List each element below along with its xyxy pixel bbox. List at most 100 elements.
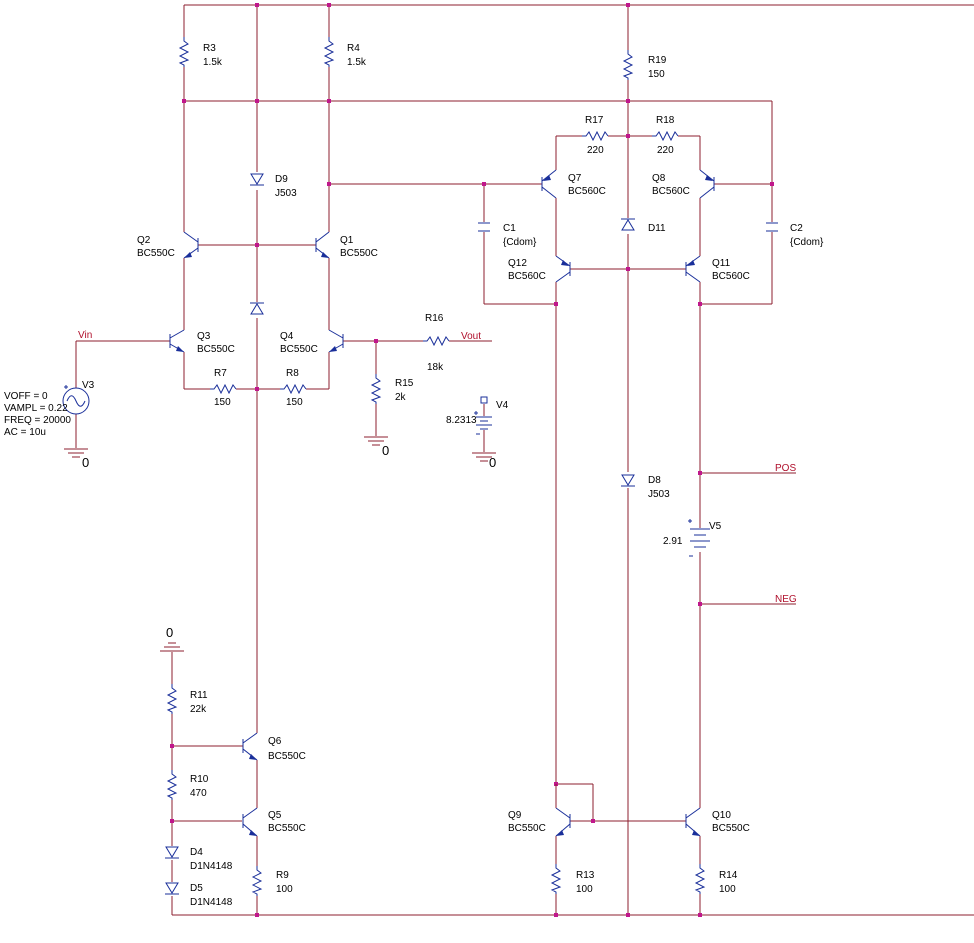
source-v3[interactable] bbox=[62, 385, 90, 415]
resistor-r10[interactable] bbox=[166, 770, 178, 800]
resistor-r11[interactable] bbox=[166, 684, 178, 714]
diode-d8[interactable] bbox=[621, 474, 635, 487]
v5-value: 2.91 bbox=[663, 536, 683, 547]
r13-name: R13 bbox=[576, 870, 595, 881]
d4-name: D4 bbox=[190, 847, 203, 858]
r18-name: R18 bbox=[656, 115, 675, 126]
capacitor-c1[interactable] bbox=[478, 222, 490, 232]
transistor-q3[interactable] bbox=[169, 329, 185, 353]
v3-param-ac: AC = 10u bbox=[4, 427, 46, 438]
q9-name: Q9 bbox=[508, 810, 522, 821]
capacitors bbox=[478, 222, 778, 232]
v4-name: V4 bbox=[496, 400, 509, 411]
source-v4[interactable] bbox=[474, 396, 492, 435]
resistor-r18[interactable] bbox=[652, 130, 679, 142]
r8-name: R8 bbox=[286, 368, 299, 379]
r17-name: R17 bbox=[585, 115, 604, 126]
q10-value: BC550C bbox=[712, 823, 750, 834]
r19-value: 150 bbox=[648, 69, 665, 80]
q1-value: BC550C bbox=[340, 248, 378, 259]
resistor-r16[interactable] bbox=[423, 335, 450, 347]
d9-value: J503 bbox=[275, 188, 297, 199]
r16-name: R16 bbox=[425, 313, 444, 324]
c2-name: C2 bbox=[790, 223, 803, 234]
transistor-q6[interactable] bbox=[242, 732, 258, 761]
v3-name: V3 bbox=[82, 380, 95, 391]
diode-d5[interactable] bbox=[165, 882, 179, 895]
transistor-q5[interactable] bbox=[242, 807, 258, 837]
resistor-r19[interactable] bbox=[622, 50, 634, 80]
r17-value: 220 bbox=[587, 145, 604, 156]
net-pos: POS bbox=[775, 463, 796, 474]
resistor-r9[interactable] bbox=[251, 866, 263, 896]
d4-value: D1N4148 bbox=[190, 861, 233, 872]
resistor-r15[interactable] bbox=[370, 374, 382, 404]
transistor-q4[interactable] bbox=[328, 329, 344, 353]
transistor-q11[interactable] bbox=[685, 255, 701, 283]
resistor-r4[interactable] bbox=[323, 37, 335, 67]
diode-d4[interactable] bbox=[165, 846, 179, 859]
r11-name: R11 bbox=[190, 690, 208, 701]
q12-value: BC560C bbox=[508, 271, 546, 282]
r9-value: 100 bbox=[276, 884, 293, 895]
q8-name: Q8 bbox=[652, 173, 666, 184]
capacitor-c2[interactable] bbox=[766, 222, 778, 232]
q11-name: Q11 bbox=[712, 258, 731, 269]
resistor-r8[interactable] bbox=[280, 383, 307, 395]
r3-name: R3 bbox=[203, 43, 216, 54]
q2-value: BC550C bbox=[137, 248, 175, 259]
q7-value: BC560C bbox=[568, 186, 606, 197]
r14-value: 100 bbox=[719, 884, 736, 895]
r8-value: 150 bbox=[286, 397, 303, 408]
r4-value: 1.5k bbox=[347, 57, 367, 68]
ground-r15 bbox=[364, 436, 388, 446]
resistor-r17[interactable] bbox=[582, 130, 609, 142]
q4-name: Q4 bbox=[280, 331, 294, 342]
q12-name: Q12 bbox=[508, 258, 527, 269]
q3-name: Q3 bbox=[197, 331, 211, 342]
diode-bias[interactable] bbox=[250, 302, 264, 315]
transistor-q2[interactable] bbox=[183, 231, 199, 259]
r15-value: 2k bbox=[395, 392, 407, 403]
d8-value: J503 bbox=[648, 489, 670, 500]
q9-value: BC550C bbox=[508, 823, 546, 834]
c2-value: {Cdom} bbox=[790, 237, 824, 248]
transistor-q10[interactable] bbox=[685, 807, 701, 837]
grounds bbox=[64, 436, 496, 652]
resistors bbox=[166, 37, 706, 896]
r14-name: R14 bbox=[719, 870, 738, 881]
ground-label-r15: 0 bbox=[382, 443, 389, 458]
resistor-r7[interactable] bbox=[210, 383, 237, 395]
diode-d11[interactable] bbox=[621, 218, 635, 231]
r19-name: R19 bbox=[648, 55, 667, 66]
q11-value: BC560C bbox=[712, 271, 750, 282]
r10-name: R10 bbox=[190, 774, 209, 785]
resistor-r13[interactable] bbox=[550, 864, 562, 894]
ground-v3 bbox=[64, 448, 88, 458]
r3-value: 1.5k bbox=[203, 57, 223, 68]
v4-value: 8.2313 bbox=[446, 415, 477, 426]
source-v5[interactable] bbox=[688, 519, 710, 557]
transistor-q8[interactable] bbox=[699, 169, 715, 199]
r9-name: R9 bbox=[276, 870, 289, 881]
d5-name: D5 bbox=[190, 883, 203, 894]
q6-value: BC550C bbox=[268, 751, 306, 762]
transistor-q9[interactable] bbox=[555, 784, 571, 837]
ground-r11 bbox=[160, 642, 184, 652]
net-neg: NEG bbox=[775, 594, 797, 605]
labels: R3 1.5k R4 1.5k R19 150 R17 220 R18 220 … bbox=[4, 43, 824, 908]
q6-name: Q6 bbox=[268, 736, 282, 747]
transistor-q12[interactable] bbox=[555, 255, 571, 283]
resistor-r3[interactable] bbox=[178, 37, 190, 67]
v5-name: V5 bbox=[709, 521, 722, 532]
resistor-r14[interactable] bbox=[694, 864, 706, 894]
ground-v4 bbox=[472, 452, 496, 462]
q4-value: BC550C bbox=[280, 344, 318, 355]
junction-dots bbox=[170, 3, 774, 917]
diode-d9[interactable] bbox=[250, 173, 264, 186]
c1-name: C1 bbox=[503, 223, 516, 234]
sources bbox=[62, 385, 710, 557]
transistor-q7[interactable] bbox=[541, 169, 557, 199]
transistor-q1[interactable] bbox=[315, 231, 330, 259]
